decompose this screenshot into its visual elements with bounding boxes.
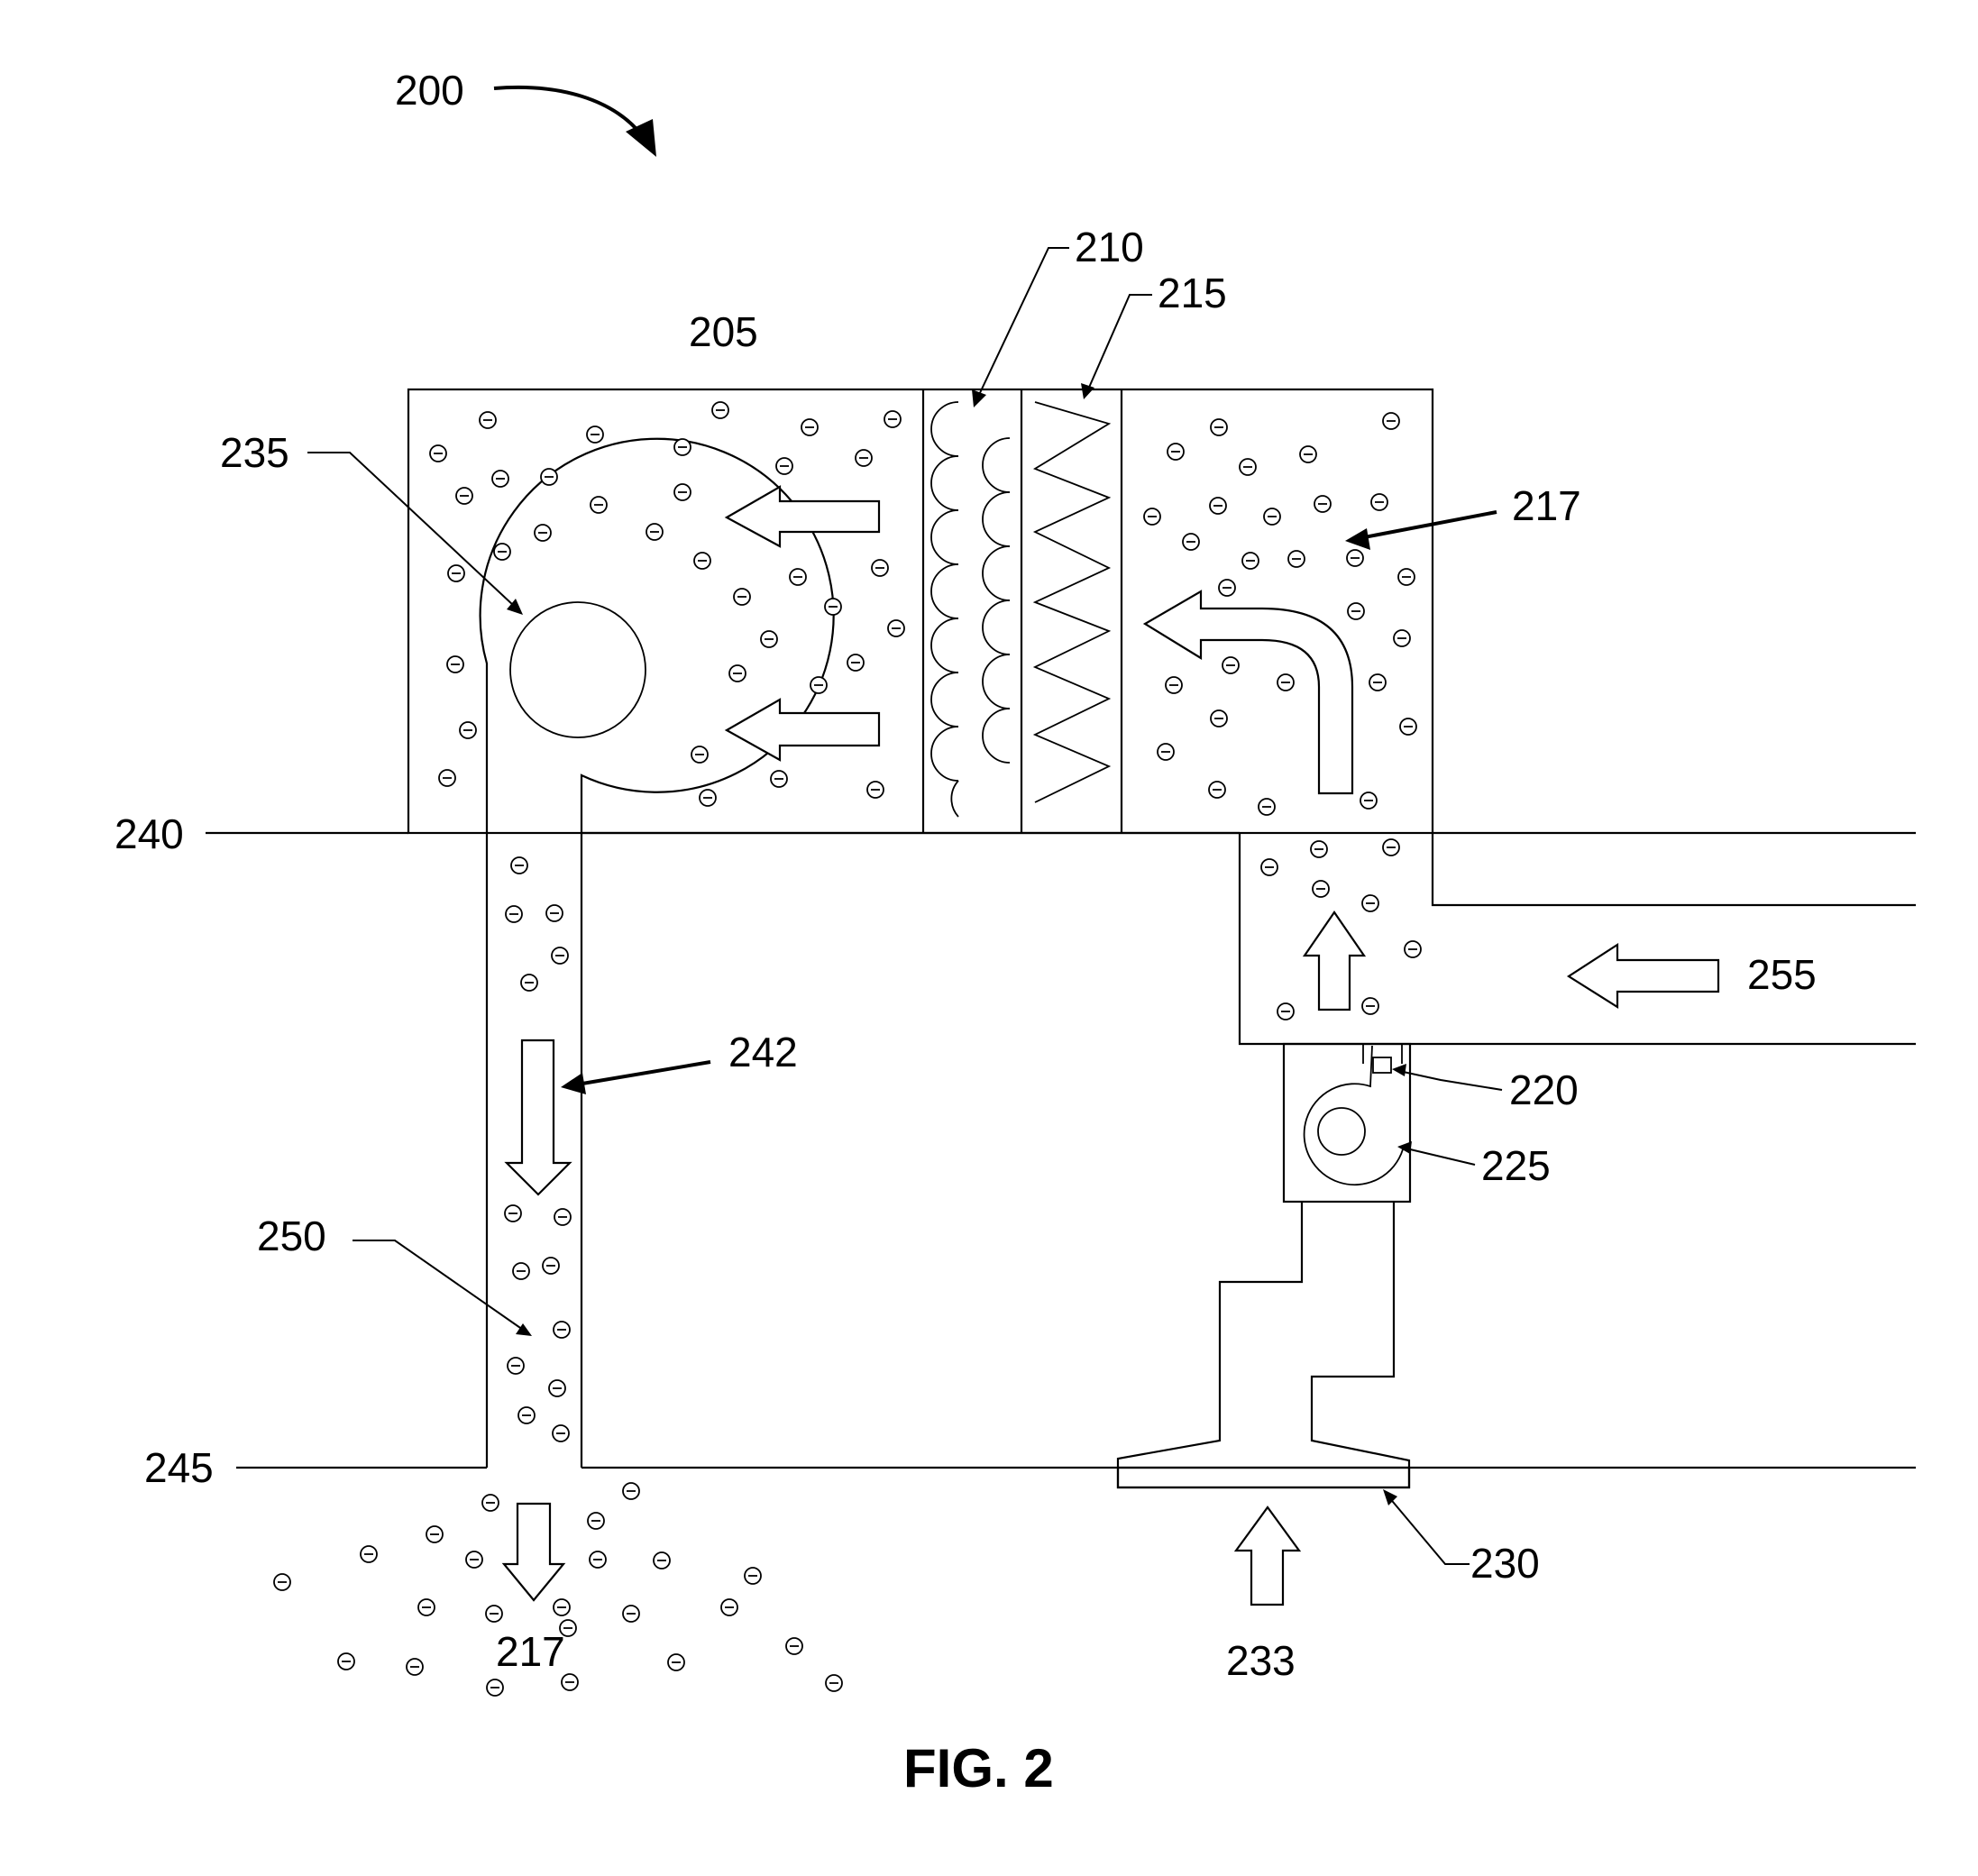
diffuser-230 xyxy=(1116,1466,1411,1489)
leader-225 xyxy=(1406,1148,1476,1166)
flow-arrow-up-return xyxy=(1302,911,1367,1011)
arrowhead-200 xyxy=(626,119,656,157)
label-240: 240 xyxy=(114,810,184,857)
stepped-pipe xyxy=(1116,1202,1411,1489)
label-242: 242 xyxy=(728,1029,798,1075)
coil-215 xyxy=(1032,401,1112,803)
leader-242 xyxy=(576,1060,711,1086)
label-217-lower: 217 xyxy=(496,1628,565,1675)
blower-wheel-235 xyxy=(509,601,646,738)
flow-arrow-curved-217 xyxy=(1142,590,1354,795)
label-220: 220 xyxy=(1509,1066,1579,1113)
ion-fan-225-scroll xyxy=(1303,1045,1404,1186)
label-235: 235 xyxy=(220,429,289,476)
curved-arrow-200 xyxy=(493,85,644,137)
leader-220-head xyxy=(1392,1064,1406,1076)
flow-arrow-unit-top xyxy=(724,485,881,548)
label-205: 205 xyxy=(689,308,758,355)
label-225: 225 xyxy=(1481,1142,1551,1189)
figure-caption: FIG. 2 xyxy=(903,1738,1054,1798)
unit-housing-205 xyxy=(407,388,1434,835)
leader-235 xyxy=(307,452,515,607)
leader-225-head xyxy=(1397,1141,1412,1154)
label-250: 250 xyxy=(257,1213,326,1259)
flow-arrow-233 xyxy=(1233,1505,1302,1606)
return-duct-upper xyxy=(1431,833,1916,907)
leader-215 xyxy=(1087,294,1152,390)
flow-arrow-217-lower xyxy=(501,1502,566,1602)
label-217-upper: 217 xyxy=(1512,482,1581,529)
ion-fan-225-wheel xyxy=(1317,1107,1366,1156)
flow-arrow-242 xyxy=(504,1039,572,1196)
label-233: 233 xyxy=(1226,1637,1296,1684)
leader-235-head xyxy=(507,599,523,615)
label-200: 200 xyxy=(395,67,464,114)
leader-217-upper-head xyxy=(1345,528,1370,550)
filter-210 xyxy=(930,401,1011,818)
leader-210 xyxy=(977,247,1069,398)
flow-arrow-255 xyxy=(1566,942,1720,1009)
return-duct-elbow xyxy=(1238,833,1916,1046)
leader-250 xyxy=(353,1240,524,1331)
label-245: 245 xyxy=(144,1444,214,1491)
leader-242-head xyxy=(561,1073,586,1094)
leader-220 xyxy=(1398,1070,1503,1091)
leader-217-upper xyxy=(1359,510,1497,540)
ion-generator-box-225 xyxy=(1282,1042,1412,1203)
ionizer-220 xyxy=(1372,1057,1392,1074)
label-210: 210 xyxy=(1075,224,1144,270)
leader-230 xyxy=(1387,1496,1470,1565)
leader-250-head xyxy=(516,1323,532,1336)
leader-215-head xyxy=(1081,383,1094,399)
leader-210-head xyxy=(972,389,986,407)
label-255: 255 xyxy=(1747,951,1817,998)
ion-particles xyxy=(273,401,1422,1697)
label-230: 230 xyxy=(1470,1540,1540,1587)
leader-230-head xyxy=(1383,1489,1397,1505)
flow-arrow-unit-bottom xyxy=(724,698,881,762)
label-215: 215 xyxy=(1158,270,1227,316)
